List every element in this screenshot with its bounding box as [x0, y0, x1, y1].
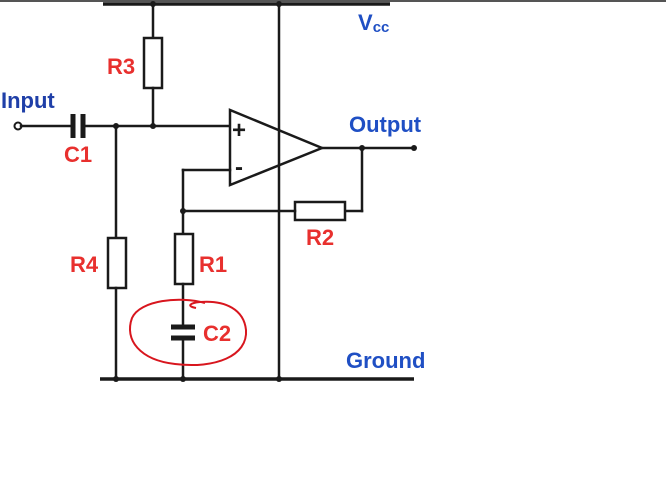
junction-dot: [180, 376, 186, 382]
r3-label: R3: [107, 54, 135, 79]
junction-dot: [180, 208, 186, 214]
resistor-r1: [173, 232, 195, 286]
junction-dot: [359, 145, 365, 151]
junction-dot: [150, 1, 156, 7]
ground-label: Ground: [346, 348, 425, 373]
c2-label: C2: [203, 321, 231, 346]
r1-label: R1: [199, 252, 227, 277]
r2-label: R2: [306, 225, 334, 250]
vcc-label: Vcc: [358, 10, 389, 36]
junction-dot: [276, 376, 282, 382]
minus-sign: -: [235, 154, 243, 181]
resistor-r3: [142, 36, 164, 90]
output-label: Output: [349, 112, 422, 137]
c2-highlight-circle: [129, 298, 248, 366]
resistor-r4: [106, 236, 128, 290]
junction-dot: [276, 1, 282, 7]
junction-dot: [150, 123, 156, 129]
vcc-label-main: V: [358, 10, 373, 35]
vcc-label-subscript: cc: [373, 19, 390, 36]
op-amp: [228, 108, 326, 187]
output-terminal: [411, 145, 417, 151]
input-label: Input: [1, 88, 55, 113]
r4-label: R4: [70, 252, 99, 277]
c1-label: C1: [64, 142, 92, 167]
junction-dot: [113, 123, 119, 129]
plus-sign: +: [232, 117, 246, 144]
resistor-r2: [293, 200, 347, 222]
junction-dot: [113, 376, 119, 382]
